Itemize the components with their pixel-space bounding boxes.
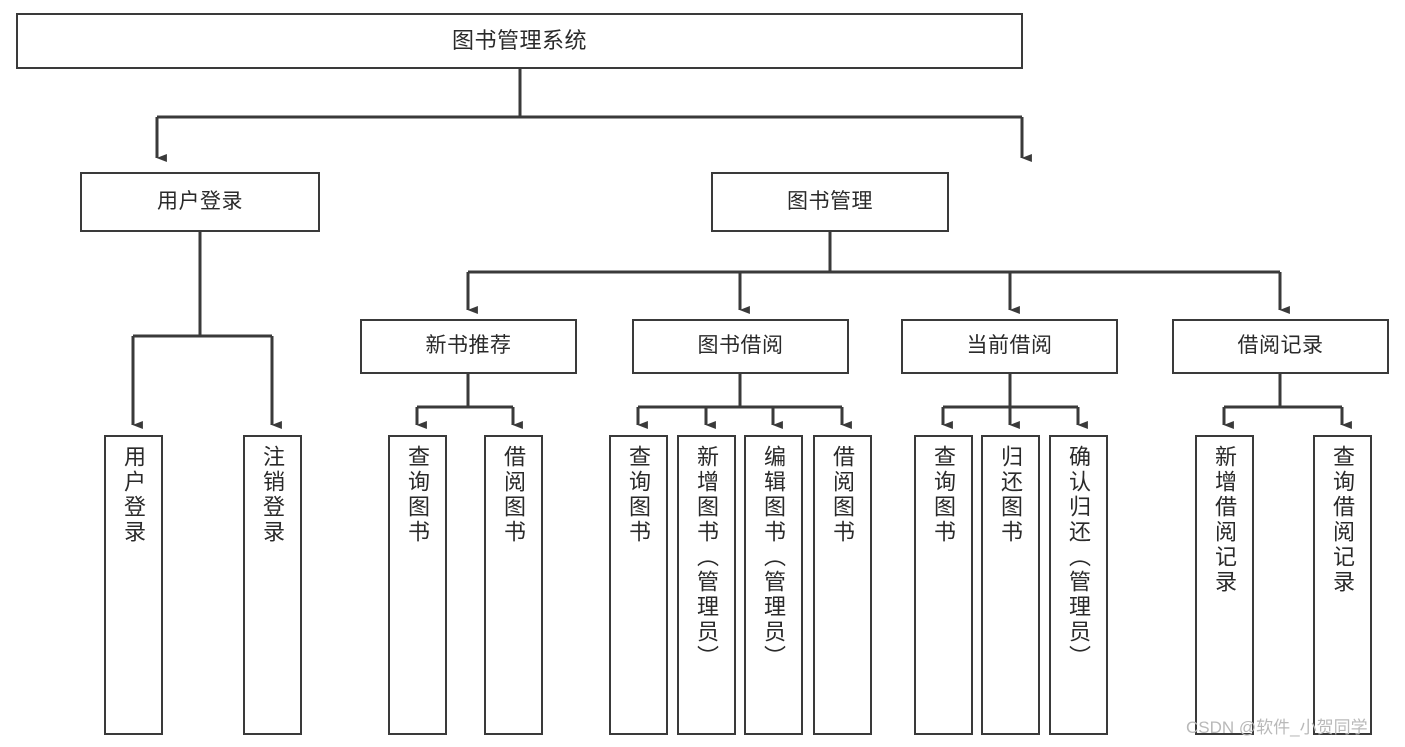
node-leaf-query-book-2[interactable]: 查询图书 bbox=[609, 435, 668, 735]
node-label: 编辑图书（管理员） bbox=[761, 445, 787, 670]
node-leaf-query-book-1[interactable]: 查询图书 bbox=[388, 435, 447, 735]
node-label: 查询图书 bbox=[405, 445, 431, 545]
node-new-book-recommend[interactable]: 新书推荐 bbox=[360, 319, 577, 374]
node-leaf-borrow-book-2[interactable]: 借阅图书 bbox=[813, 435, 872, 735]
node-leaf-query-record[interactable]: 查询借阅记录 bbox=[1313, 435, 1372, 735]
node-label: 注销登录 bbox=[260, 445, 286, 545]
node-label: 用户登录 bbox=[157, 189, 243, 213]
node-label: 查询借阅记录 bbox=[1330, 445, 1356, 595]
node-label: 用户登录 bbox=[121, 445, 147, 545]
node-leaf-add-book[interactable]: 新增图书（管理员） bbox=[677, 435, 736, 735]
node-label: 新书推荐 bbox=[425, 334, 512, 358]
node-leaf-user-login[interactable]: 用户登录 bbox=[104, 435, 163, 735]
node-label: 新增借阅记录 bbox=[1212, 445, 1238, 595]
node-label: 借阅图书 bbox=[830, 445, 856, 545]
node-label: 确认归还（管理员） bbox=[1066, 445, 1092, 670]
node-label: 当前借阅 bbox=[966, 334, 1053, 358]
node-label: 查询图书 bbox=[931, 445, 957, 545]
node-borrow-record[interactable]: 借阅记录 bbox=[1172, 319, 1389, 374]
node-leaf-add-record[interactable]: 新增借阅记录 bbox=[1195, 435, 1254, 735]
csdn-watermark: CSDN @软件_小贺同学 bbox=[1186, 718, 1368, 737]
node-label: 图书管理系统 bbox=[451, 28, 587, 54]
node-label: 借阅图书 bbox=[501, 445, 527, 545]
node-book-management[interactable]: 图书管理 bbox=[711, 172, 949, 232]
node-label: 借阅记录 bbox=[1237, 334, 1324, 358]
node-leaf-logout-login[interactable]: 注销登录 bbox=[243, 435, 302, 735]
node-label: 图书借阅 bbox=[697, 334, 784, 358]
node-label: 新增图书（管理员） bbox=[694, 445, 720, 670]
node-label: 查询图书 bbox=[626, 445, 652, 545]
node-book-borrow[interactable]: 图书借阅 bbox=[632, 319, 849, 374]
node-label: 图书管理 bbox=[787, 189, 873, 213]
node-leaf-borrow-book-1[interactable]: 借阅图书 bbox=[484, 435, 543, 735]
node-leaf-edit-book[interactable]: 编辑图书（管理员） bbox=[744, 435, 803, 735]
node-leaf-confirm-return[interactable]: 确认归还（管理员） bbox=[1049, 435, 1108, 735]
node-root-book-management-system[interactable]: 图书管理系统 bbox=[16, 13, 1023, 69]
node-current-borrow[interactable]: 当前借阅 bbox=[901, 319, 1118, 374]
node-user-login[interactable]: 用户登录 bbox=[80, 172, 320, 232]
node-leaf-query-book-3[interactable]: 查询图书 bbox=[914, 435, 973, 735]
node-leaf-return-book[interactable]: 归还图书 bbox=[981, 435, 1040, 735]
node-label: 归还图书 bbox=[998, 445, 1024, 545]
